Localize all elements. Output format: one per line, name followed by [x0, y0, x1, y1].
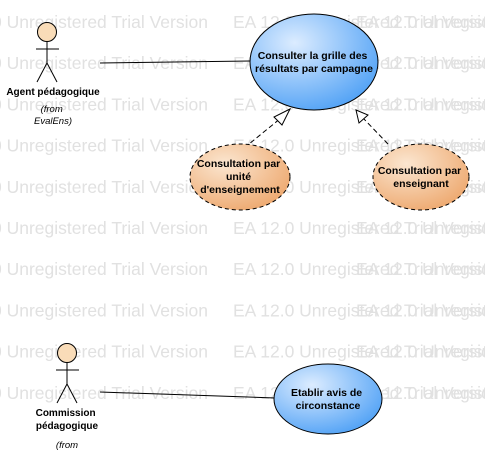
watermark-text: 0 Unregistered Trial Version — [0, 94, 208, 114]
actor-from-line: (from — [41, 104, 63, 115]
watermark-text: EA 12.0 Unregistered Trial Vers — [356, 94, 485, 114]
usecase-label: Consultation par — [197, 158, 280, 170]
svg-text:Consultation par enseign: Consultation par enseignant — [378, 165, 464, 190]
actor-commission-pedagogique[interactable]: Commission pédagogique (from — [36, 343, 99, 451]
usecase-label: Etablir avis de — [291, 387, 362, 399]
actor-name: Agent pédagogique — [6, 87, 100, 98]
watermark-text: EA 12.0 Unregistered Trial Vers — [356, 218, 485, 238]
usecase-label: enseignant — [393, 178, 449, 190]
svg-text:Commission pédagogique: Commission pédagogique — [36, 408, 99, 432]
watermark-text: 0 Unregistered Trial Version — [0, 300, 208, 320]
association-line — [99, 60, 251, 64]
svg-text:Consulter la grille des: Consulter la grille des résultats par ca… — [255, 50, 373, 75]
actor-from-line: (from — [56, 440, 78, 451]
actor-from-line: EvalEns) — [34, 116, 72, 127]
watermark-text: EA 12.0 Unregistered Trial Version — [233, 300, 485, 320]
actor-name: Commission — [36, 408, 96, 419]
usecase-etablir-avis[interactable]: Etablir avis de circonstance — [273, 363, 383, 435]
watermark-text: EA 12.0 Unregistered Trial Vers — [356, 342, 485, 362]
usecase-consultation-par-enseignant[interactable]: Consultation par enseignant — [372, 143, 470, 211]
usecase-label: Consultation par — [378, 165, 461, 177]
usecase-label: unité — [226, 171, 251, 183]
watermark-text: EA 12.0 Unregistered Trial Version — [233, 218, 485, 238]
watermark-text: 0 Unregistered Trial Version — [0, 136, 208, 156]
watermark-text: 0 Unregistered Trial Version — [0, 259, 208, 279]
association-line — [99, 391, 277, 399]
usecase-label: d'enseignement — [200, 184, 280, 196]
actor-agent-pedagogique[interactable]: Agent pédagogique (from EvalEns) — [6, 22, 100, 128]
actor-name: pédagogique — [36, 421, 99, 432]
svg-text:(from EvalEns): (from EvalEns) — [34, 104, 72, 127]
usecase-consulter-grille[interactable]: Consulter la grille des résultats par ca… — [249, 13, 379, 111]
watermark-text: 0 Unregistered Trial Version — [0, 342, 208, 362]
usecase-label: résultats par campagne — [255, 63, 373, 75]
svg-text:Consultation par unité: Consultation par unité d'enseignement — [197, 158, 283, 196]
svg-text:(from: (from — [56, 440, 78, 451]
actor-head — [37, 22, 57, 42]
actor-head — [57, 343, 77, 363]
watermark-text: EA 12.0 Unregistered Trial Vers — [356, 300, 485, 320]
svg-text:Etablir avis de circonst: Etablir avis de circonstance — [291, 387, 365, 412]
usecase-label: circonstance — [296, 400, 361, 412]
watermark-text: EA 12.0 Unregistered Trial Vers — [356, 53, 485, 73]
usecase-label: Consulter la grille des — [258, 50, 368, 62]
watermark-text: 0 Unregistered Trial Version — [0, 383, 208, 403]
watermark-text: 0 Unregistered Trial Version — [0, 218, 208, 238]
watermark-text: 0 Unregistered Trial Version — [0, 12, 208, 32]
watermark-text: EA 12.0 Unregistered Trial Vers — [356, 259, 485, 279]
watermark-text: 0 Unregistered Trial Version — [0, 177, 208, 197]
watermark-text: EA 12.0 Unregistered Trial Vers — [356, 383, 485, 403]
watermark-text: EA 12.0 Unregistered Trial Version — [233, 259, 485, 279]
watermark-text: EA 12.0 Unregistered Trial Vers — [356, 12, 485, 32]
svg-text:Agent pédagogique: Agent pédagogique — [6, 87, 100, 98]
usecase-consultation-par-unite[interactable]: Consultation par unité d'enseignement — [189, 143, 291, 211]
watermark-text: EA 12.0 Unregistered Trial Version — [233, 342, 485, 362]
generalization-arrow — [355, 109, 389, 145]
